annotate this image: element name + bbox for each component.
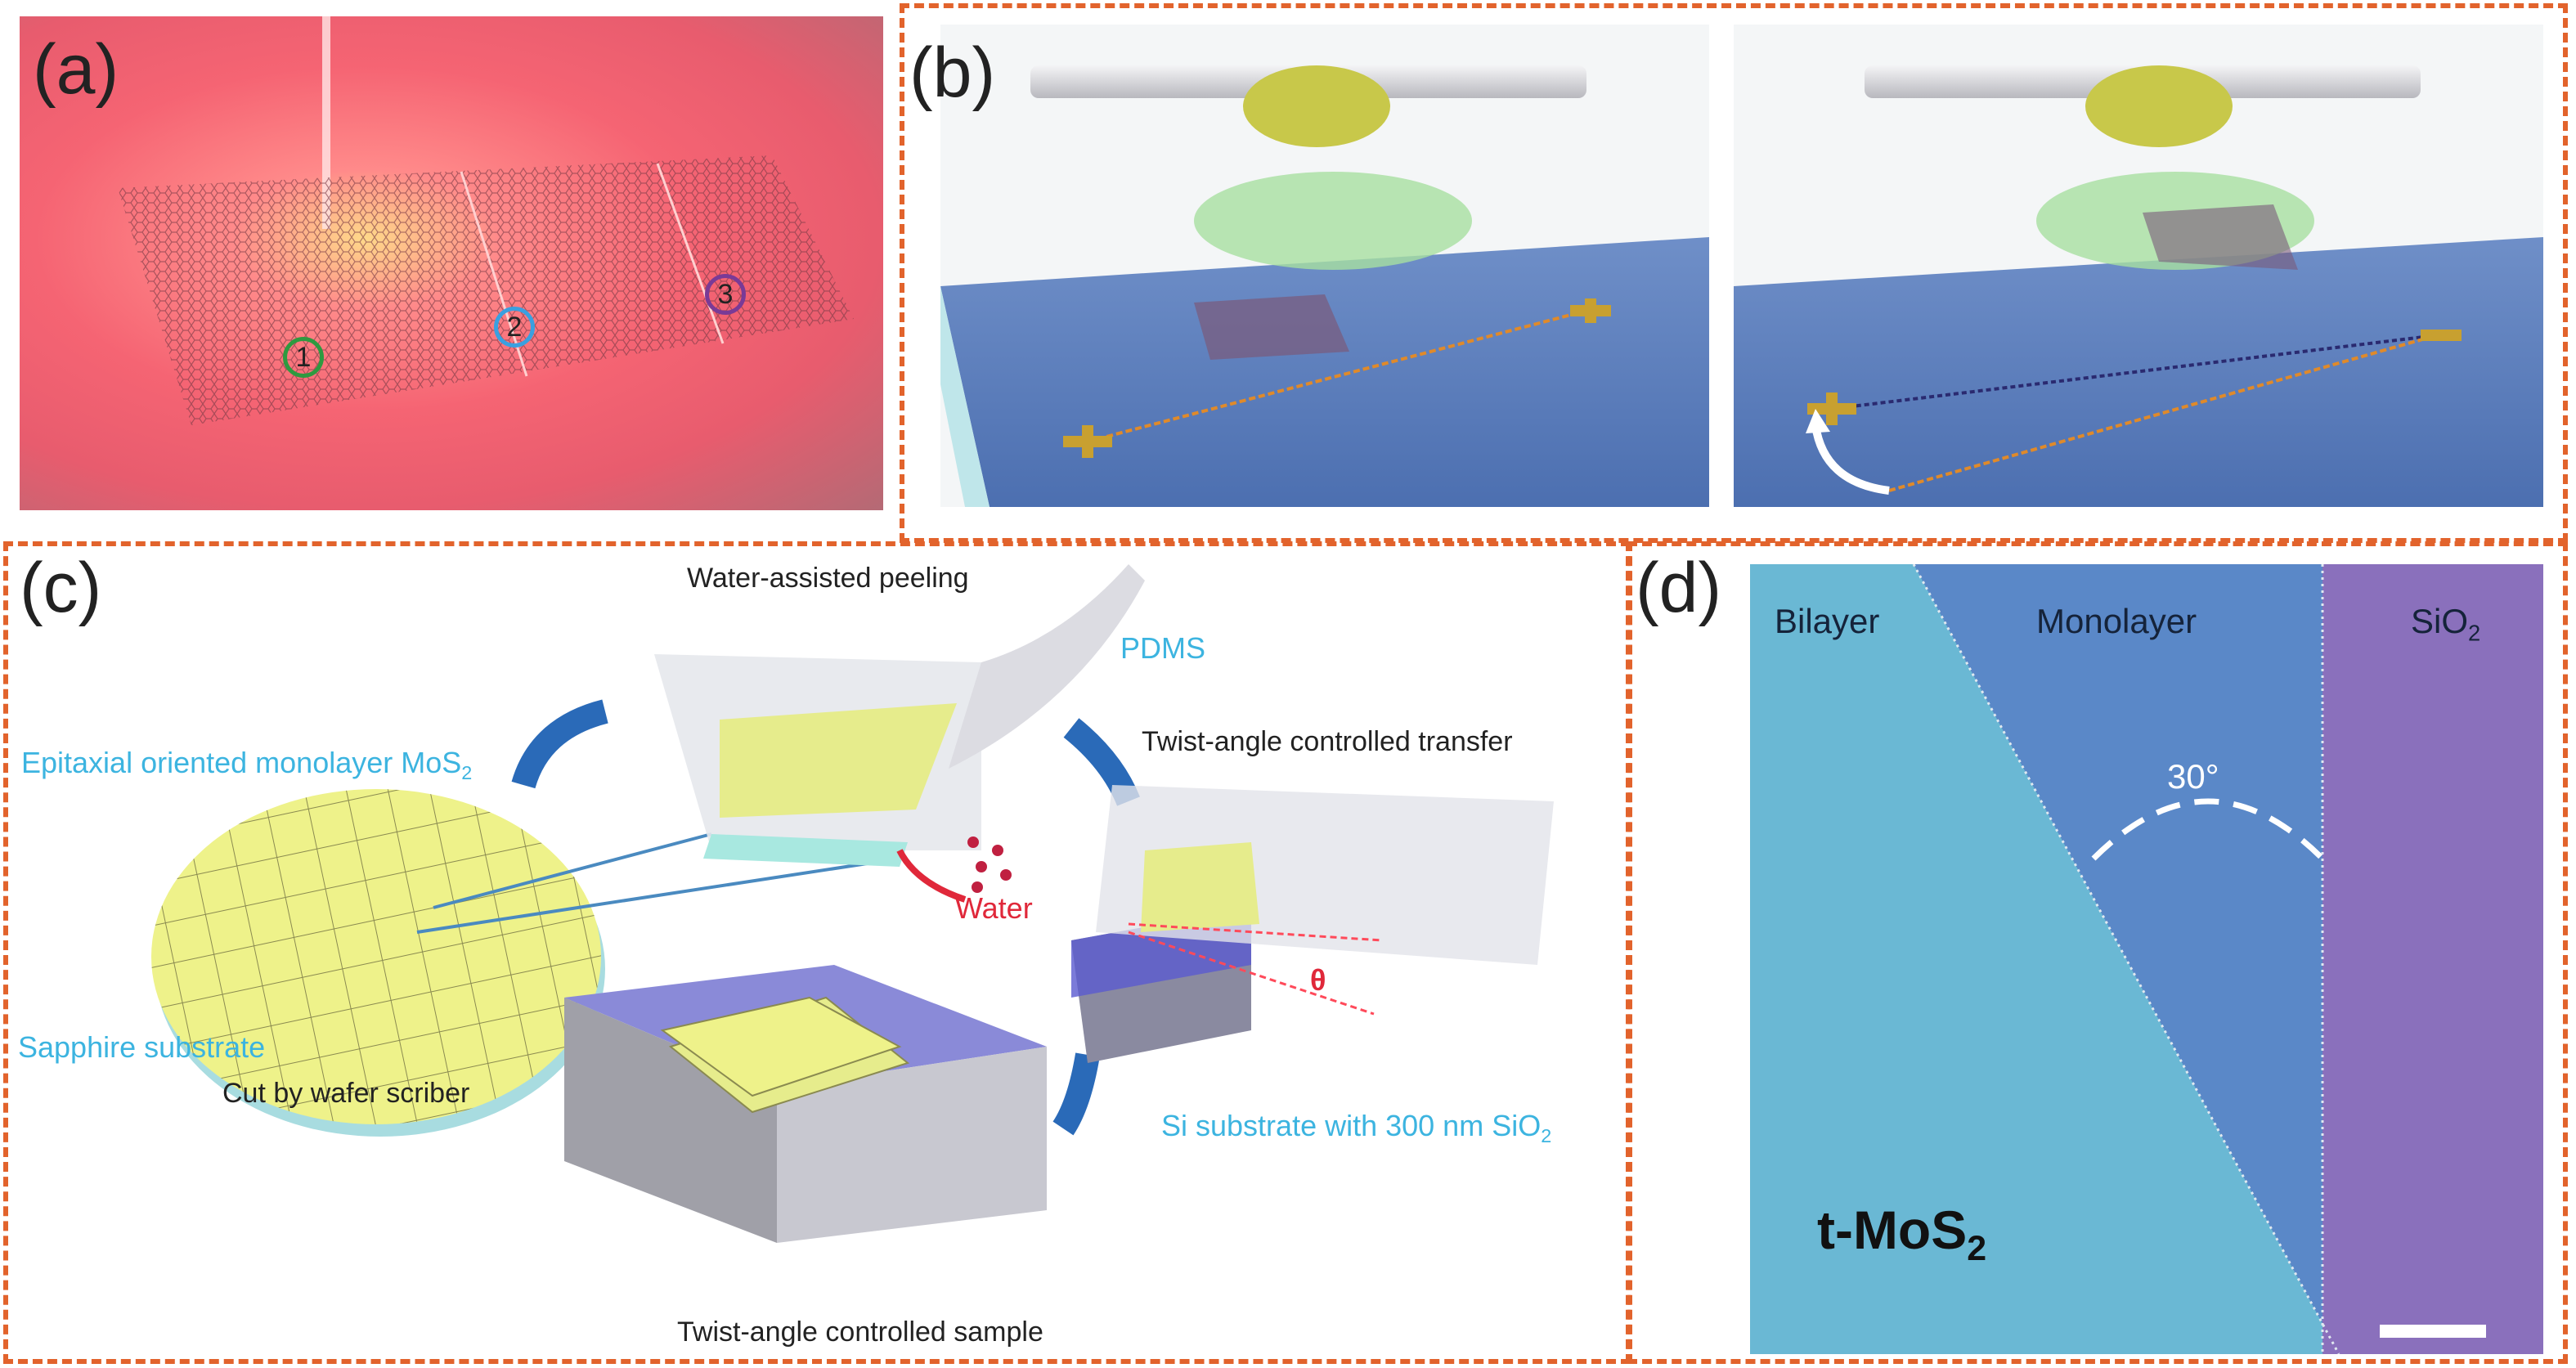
wafer [151, 789, 605, 1137]
si-substrate-label: Si substrate with 300 nm SiO2 [1161, 1109, 1551, 1147]
arrow-1 [511, 699, 608, 789]
panel-a-label: (a) [33, 30, 119, 109]
si-subscript: 2 [1541, 1125, 1552, 1147]
angle-label: 30° [2167, 757, 2219, 796]
epitaxial-subscript: 2 [461, 762, 473, 784]
sio2-subscript: 2 [2468, 620, 2481, 646]
theta-label: θ [1310, 963, 1326, 997]
t-mos2-subscript: 2 [1967, 1229, 1987, 1269]
panel-d-frame [1627, 541, 2568, 1364]
bilayer-label: Bilayer [1775, 602, 1880, 640]
panel-c-label: (c) [20, 549, 102, 627]
panel-b-frame [900, 3, 2568, 543]
epitaxial-text: Epitaxial oriented monolayer MoS [21, 746, 462, 779]
epitaxial-label: Epitaxial oriented monolayer MoS2 [21, 746, 472, 784]
t-mos2-text: t-MoS [1817, 1200, 1968, 1260]
scale-bar [2380, 1325, 2486, 1338]
arrow-3 [1052, 1052, 1100, 1136]
marker-3: 3 [705, 274, 746, 315]
sapphire-label: Sapphire substrate [18, 1030, 266, 1064]
stage-right [1734, 25, 2543, 507]
cut-label: Cut by wafer scriber [222, 1078, 470, 1109]
sample-box [564, 965, 1047, 1243]
laser-beam [322, 16, 330, 229]
panel-b-label: (b) [909, 34, 996, 112]
panel-a: 1 2 3 [20, 16, 883, 510]
pdms-label: PDMS [1120, 631, 1206, 665]
graphene-sheet-illustration [118, 16, 854, 425]
water-assisted-peeling-label: Water-assisted peeling [687, 563, 969, 594]
t-mos2-label: t-MoS2 [1817, 1199, 1986, 1269]
panel-b-illustration [940, 25, 2543, 507]
stage-left [940, 25, 1709, 507]
panel-c-illustration [151, 564, 1554, 1243]
sio2-text: SiO [2411, 602, 2469, 640]
water-label: Water [955, 891, 1033, 925]
si-substrate-text: Si substrate with 300 nm SiO [1161, 1109, 1542, 1142]
marker-1: 1 [283, 337, 324, 378]
peeling-box [654, 564, 1145, 867]
marker-2: 2 [494, 307, 535, 348]
panel-d-label: (d) [1636, 549, 1722, 627]
optical-micrograph [1750, 564, 2543, 1354]
monolayer-label: Monolayer [2036, 602, 2197, 640]
sio2-label: SiO2 [2411, 602, 2480, 646]
sample-label: Twist-angle controlled sample [677, 1316, 1043, 1348]
twist-transfer-label: Twist-angle controlled transfer [1142, 726, 1513, 757]
transfer-box [1071, 785, 1554, 1063]
